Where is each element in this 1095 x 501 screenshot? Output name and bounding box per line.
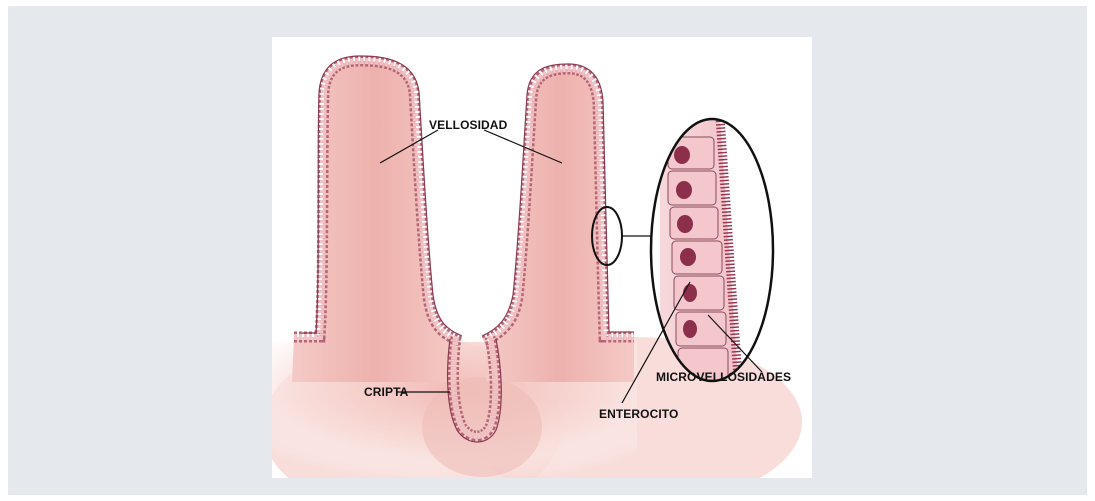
right-villus — [482, 64, 634, 382]
label-villus: VELLOSIDAD — [429, 118, 507, 132]
label-crypt: CRIPTA — [364, 385, 408, 399]
left-villus — [292, 56, 462, 382]
label-enterocyte: ENTEROCITO — [599, 407, 678, 421]
intestinal-villi-diagram — [272, 37, 812, 478]
label-microvilli: MICROVELLOSIDADES — [656, 370, 791, 384]
intestinal-villi-figure: VELLOSIDAD CRIPTA MICROVELLOSIDADES ENTE… — [272, 37, 812, 478]
page-background: VELLOSIDAD CRIPTA MICROVELLOSIDADES ENTE… — [8, 6, 1087, 495]
